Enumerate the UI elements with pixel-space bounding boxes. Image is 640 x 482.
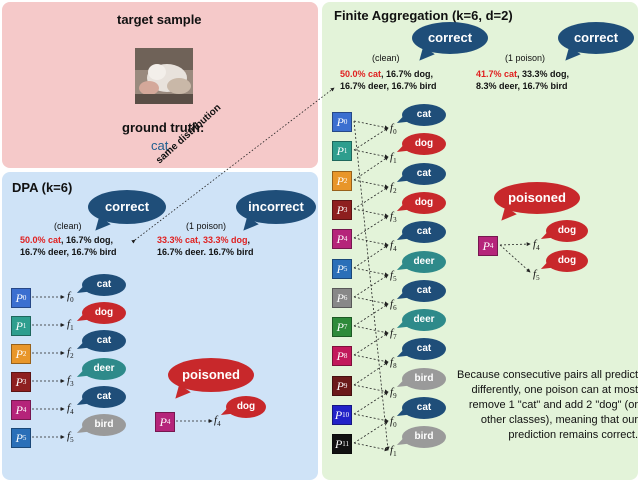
dpa-classifier-1: f1: [67, 318, 74, 333]
dpa-poison-stats-1: 33.3% cat, 33.3% dog,: [157, 234, 250, 246]
dpa-pred-bubble-0: cat: [82, 274, 126, 296]
dpa-poisoned-classifier: f4: [214, 414, 221, 429]
fa-classifier-9: f9: [390, 386, 397, 401]
dpa-poison-rest: ,: [247, 235, 251, 245]
fa-correct-bubble-poison: correct: [558, 22, 634, 54]
fa-pred-bubble-7: deer: [402, 309, 446, 331]
fa-poisoned-pred-b: dog: [546, 250, 588, 272]
fa-pred-bubble-9: bird: [402, 368, 446, 390]
fa-pred-bubble-3: dog: [402, 192, 446, 214]
dpa-pred-bubble-3: deer: [82, 358, 126, 380]
fa-clean-stats-1: 50.0% cat, 16.7% dog,: [340, 68, 433, 80]
fa-poison-stats-1: 41.7% cat, 33.3% dog,: [476, 68, 569, 80]
target-title: target sample: [117, 12, 202, 27]
fa-poisoned-pred-a: dog: [546, 220, 588, 242]
fa-classifier-5: f5: [390, 269, 397, 284]
dpa-incorrect-bubble: incorrect: [236, 190, 316, 224]
fa-pred-bubble-4: cat: [402, 221, 446, 243]
fa-poisoned-classifier-b: f5: [533, 268, 540, 283]
fa-clean-cat-pct: 50.0% cat: [340, 69, 382, 79]
fa-pred-bubble-6: cat: [402, 280, 446, 302]
dpa-clean-caption: (clean): [54, 221, 82, 231]
fa-poison-cat-pct: 41.7% cat: [476, 69, 518, 79]
dpa-poison-caption: (1 poison): [186, 221, 227, 231]
dpa-clean-cat-pct: 50.0% cat: [20, 235, 62, 245]
dpa-poisoned-pred-bubble: dog: [226, 396, 266, 418]
fa-poison-caption: (1 poison): [505, 53, 546, 63]
dpa-pred-bubble-1: dog: [82, 302, 126, 324]
fa-classifier-11: f1: [390, 444, 397, 459]
dpa-clean-rest: , 16.7% dog,: [61, 235, 114, 245]
fa-classifier-8: f8: [390, 356, 397, 371]
fa-pred-bubble-5: deer: [402, 251, 446, 273]
dpa-pred-bubble-2: cat: [82, 330, 126, 352]
fa-clean-caption: (clean): [372, 53, 400, 63]
fa-pred-bubble-0: cat: [402, 104, 446, 126]
fa-title: Finite Aggregation (k=6, d=2): [334, 8, 513, 23]
dpa-poison-stats-2: 16.7% deer. 16.7% bird: [157, 247, 254, 257]
dpa-classifier-2: f2: [67, 346, 74, 361]
fa-classifier-1: f1: [390, 151, 397, 166]
fa-pred-bubble-8: cat: [402, 338, 446, 360]
fa-classifier-10: f0: [390, 415, 397, 430]
dpa-clean-stats-1: 50.0% cat, 16.7% dog,: [20, 234, 113, 246]
fa-pred-bubble-11: bird: [402, 426, 446, 448]
dpa-classifier-0: f0: [67, 290, 74, 305]
dpa-classifier-4: f4: [67, 402, 74, 417]
fa-classifier-0: f0: [390, 122, 397, 137]
fa-classifier-6: f6: [390, 298, 397, 313]
fa-classifier-7: f7: [390, 327, 397, 342]
fa-correct-bubble-clean: correct: [412, 22, 488, 54]
cat-image: [135, 48, 193, 104]
dpa-poisoned-bubble: poisoned: [168, 358, 254, 392]
dpa-pred-bubble-4: cat: [82, 386, 126, 408]
dpa-poison-red-pct: 33.3% cat, 33.3% dog: [157, 235, 248, 245]
fa-poison-rest: , 33.3% dog,: [517, 69, 570, 79]
fa-classifier-4: f4: [390, 239, 397, 254]
fa-poison-stats-2: 8.3% deer, 16.7% bird: [476, 81, 568, 91]
fa-explanation: Because consecutive pairs all predict di…: [457, 369, 638, 441]
fa-pred-bubble-10: cat: [402, 397, 446, 419]
dpa-classifier-5: f5: [67, 430, 74, 445]
fa-poisoned-classifier-a: f4: [533, 238, 540, 253]
fa-poisoned-bubble: poisoned: [494, 182, 580, 214]
fa-classifier-3: f3: [390, 210, 397, 225]
fa-classifier-2: f2: [390, 181, 397, 196]
dpa-classifier-3: f3: [67, 374, 74, 389]
fa-pred-bubble-1: dog: [402, 133, 446, 155]
dpa-clean-stats-2: 16.7% deer, 16.7% bird: [20, 247, 117, 257]
fa-pred-bubble-2: cat: [402, 163, 446, 185]
dpa-correct-bubble: correct: [88, 190, 166, 224]
dpa-pred-bubble-5: bird: [82, 414, 126, 436]
fa-clean-stats-2: 16.7% deer, 16.7% bird: [340, 81, 437, 91]
dpa-title: DPA (k=6): [12, 180, 73, 195]
fa-clean-rest: , 16.7% dog,: [381, 69, 434, 79]
